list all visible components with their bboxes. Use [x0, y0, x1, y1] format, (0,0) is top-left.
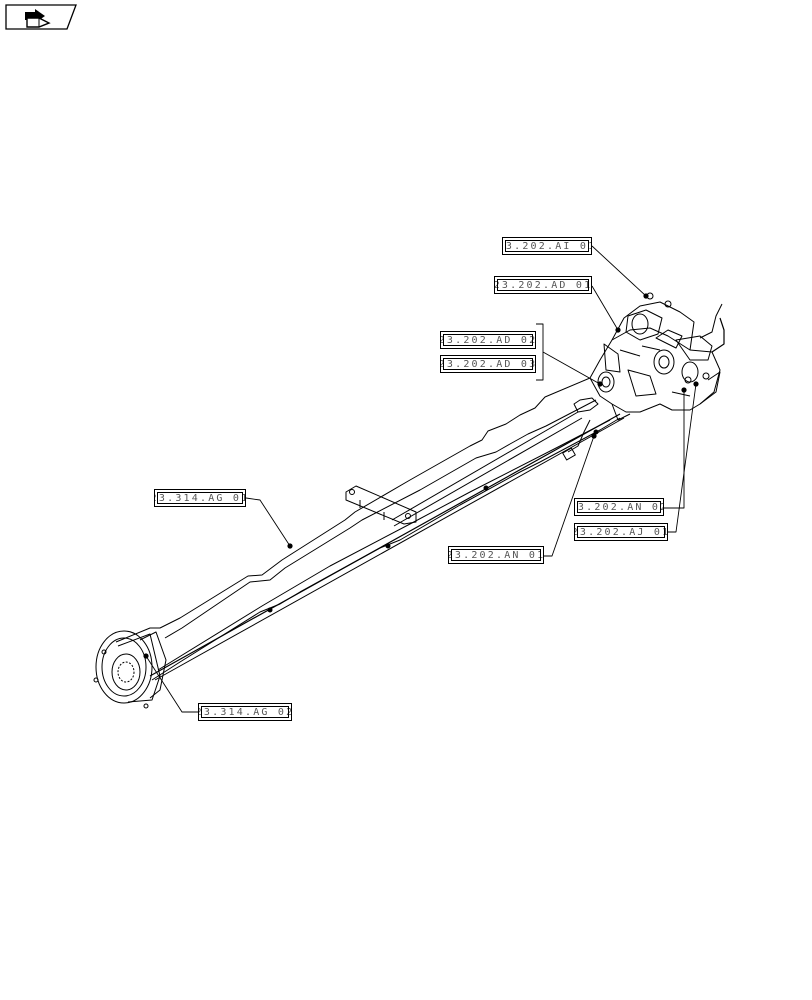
- tube-upper-edge: [115, 377, 591, 643]
- callout-23-202-ai-01[interactable]: 23.202.AI 01: [502, 237, 592, 255]
- gearbox-housing: [589, 292, 725, 421]
- callout-23-202-an-01[interactable]: 23.202.AN 01: [448, 546, 544, 564]
- callout-23-314-ag-02[interactable]: 23.314.AG 02: [198, 703, 292, 721]
- callout-23-202-ad-03[interactable]: 23.202.AD 03: [440, 355, 536, 373]
- hose-fitting: [567, 419, 591, 453]
- callout-23-314-ag-01[interactable]: 23.314.AG 01: [154, 489, 246, 507]
- nav-button[interactable]: [5, 4, 77, 30]
- callout-23-202-ad-02[interactable]: 23.202.AD 02: [440, 331, 536, 349]
- callout-23-202-ad-01[interactable]: 23.202.AD 01: [494, 276, 592, 294]
- support-rod: [149, 413, 621, 677]
- mounting-bracket: [345, 485, 417, 525]
- leader-dots: [143, 293, 699, 659]
- hand-pointer-icon: [25, 9, 51, 28]
- tube-bottom-edge: [157, 419, 611, 671]
- tube-lower-edge: [151, 417, 621, 681]
- leader-lines: [145, 245, 697, 713]
- callout-23-202-aj-01[interactable]: 23.202.AJ 01: [574, 523, 668, 541]
- left-hub-flange: [93, 630, 167, 709]
- callout-23-202-an-02[interactable]: 23.202.AN 02: [574, 498, 664, 516]
- tube-upper-inner-edge: [164, 399, 597, 639]
